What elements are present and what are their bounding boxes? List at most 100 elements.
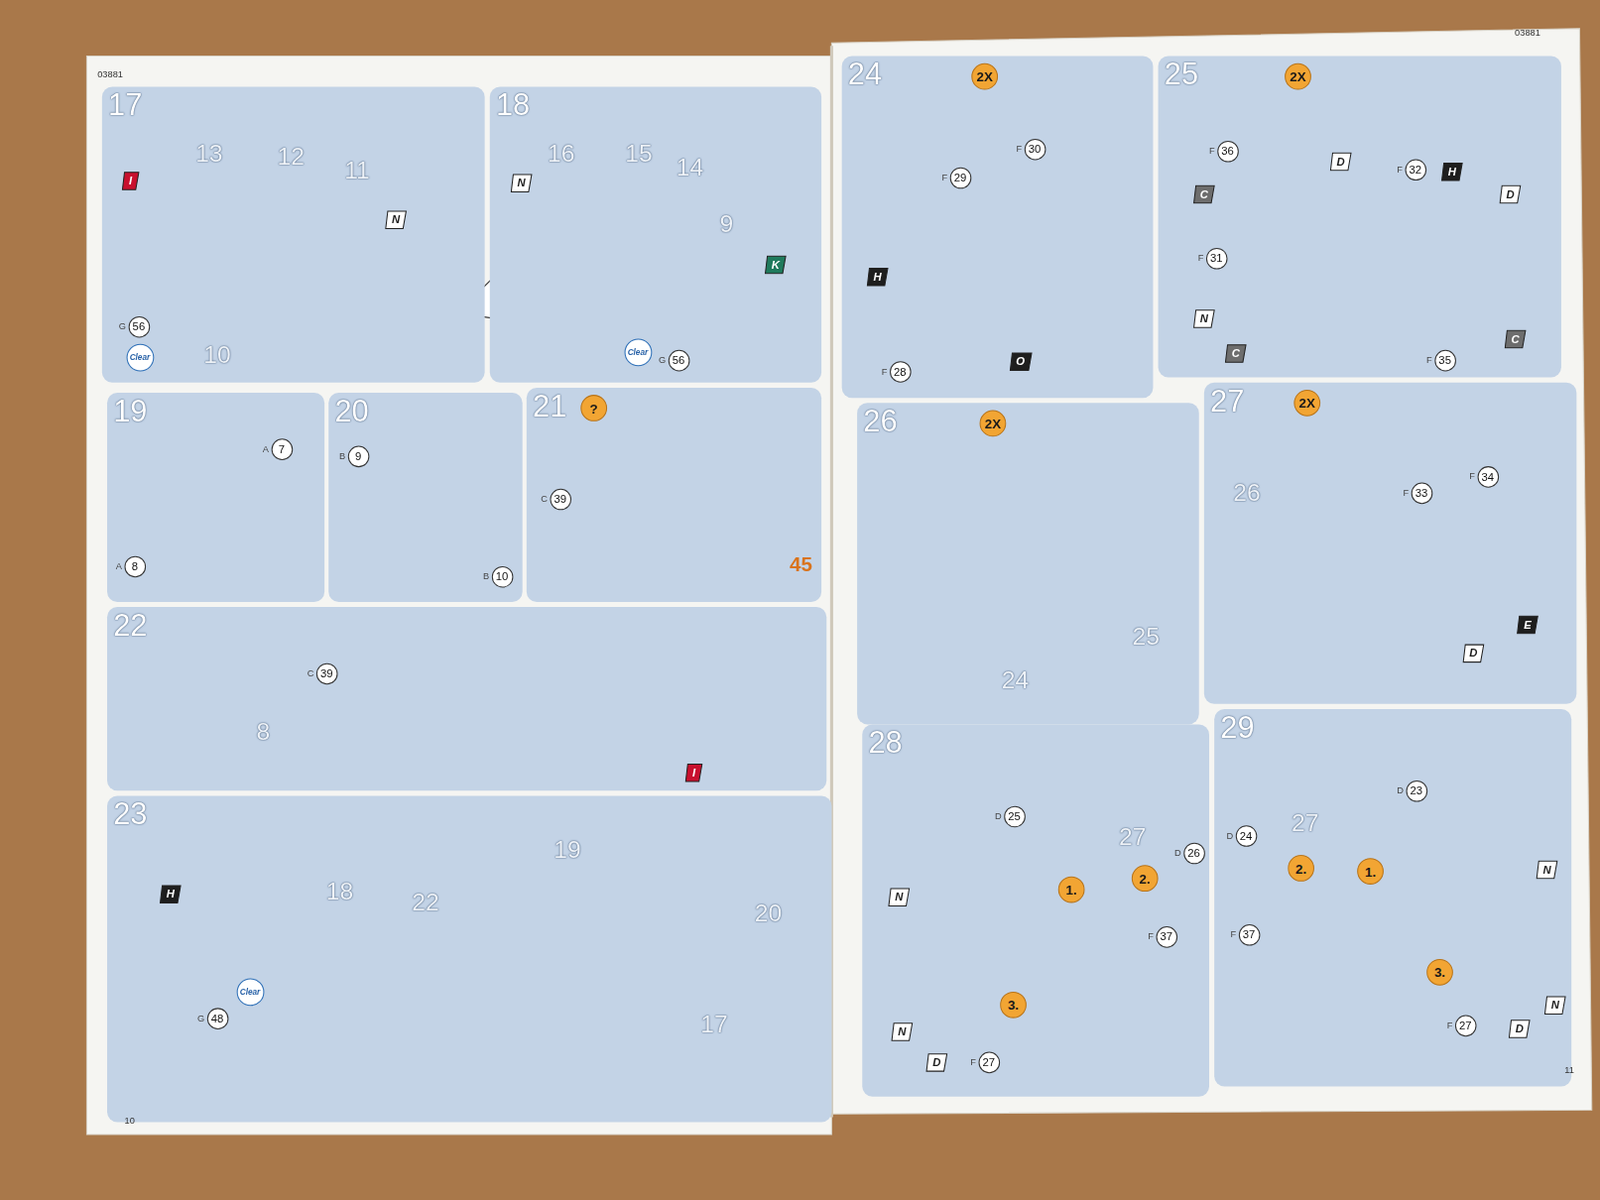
part-callout: D25 (1003, 805, 1026, 828)
flag-letter: N (1551, 998, 1560, 1011)
sprue-letter: D (1396, 785, 1404, 796)
callout-number: 13 (195, 138, 223, 168)
decal-flag: N (887, 886, 911, 907)
part-callout: F37 (1155, 926, 1178, 949)
orange-badge: 3. (1426, 959, 1454, 986)
part-callout: F29 (949, 166, 972, 189)
part-number: 27 (983, 1056, 996, 1069)
part-number: 56 (132, 320, 146, 333)
callout-number: 27 (1291, 809, 1319, 839)
decal-flag: N (1535, 860, 1559, 880)
decal-flag: N (1543, 994, 1567, 1015)
badge-text: 2X (1289, 68, 1306, 84)
step-panel: 242XF30F29HF28O (842, 56, 1154, 399)
step-number: 20 (334, 393, 369, 429)
part-number: 31 (1210, 251, 1224, 264)
part-number: 37 (1160, 930, 1174, 943)
flag-letter: O (1015, 355, 1025, 368)
orange-badge: 2X (1284, 63, 1312, 91)
sprue-letter: F (1198, 252, 1205, 263)
paper-page (86, 56, 832, 1135)
decal-flag: H (865, 266, 889, 287)
decal-flag: H (158, 883, 182, 904)
flag-letter: C (1511, 332, 1520, 345)
callout-number: 20 (754, 898, 782, 928)
decal-flag: D (925, 1052, 949, 1073)
part-number: 26 (1187, 847, 1201, 860)
orange-badge: 2X (971, 63, 998, 91)
decal-flag: E (1516, 615, 1540, 635)
step-number: 22 (113, 608, 147, 643)
step-panel: 20B9B10 (328, 392, 522, 603)
sprue-letter: F (970, 1057, 977, 1068)
part-callout: F27 (1454, 1014, 1477, 1037)
part-callout: F32 (1404, 158, 1427, 181)
step-number: 21 (532, 388, 567, 424)
callout-number: 8 (256, 717, 271, 746)
flag-letter: H (1448, 165, 1457, 178)
sprue-letter: D (1226, 830, 1233, 841)
part-number: 24 (1239, 829, 1253, 842)
part-number: 30 (1028, 142, 1042, 155)
callout-number: 19 (553, 836, 581, 865)
badge-text: 2. (1139, 870, 1151, 886)
page-number: 03881 (1514, 27, 1541, 38)
part-number: 28 (893, 365, 907, 377)
part-number: 10 (495, 570, 509, 583)
part-callout: G48 (206, 1007, 229, 1030)
flag-letter: K (771, 257, 780, 270)
part-callout: F33 (1410, 482, 1433, 504)
clear-label: Clear (129, 352, 151, 362)
step-panel: 28D25D261.2.NNDF273.F37 (861, 724, 1210, 1097)
flag-letter: D (932, 1056, 941, 1069)
orange-badge: 1. (1356, 858, 1384, 885)
callout-number: 16 (547, 138, 575, 168)
step-panel: 19A7A8 (107, 392, 325, 603)
step-number: 26 (862, 403, 897, 439)
flag-letter: I (128, 174, 132, 187)
sprue-letter: G (197, 1012, 205, 1023)
part-callout: C39 (315, 662, 338, 685)
badge-text: 1. (1066, 881, 1078, 897)
decal-flag: D (1329, 151, 1353, 172)
decal-flag: C (1224, 343, 1247, 364)
badge-text: ? (590, 400, 599, 416)
decal-flag: C (1193, 184, 1217, 205)
flag-letter: N (517, 176, 526, 189)
part-callout: D23 (1405, 779, 1428, 802)
sprue-letter: F (1402, 488, 1409, 498)
flag-letter: D (1337, 154, 1346, 167)
decal-flag: D (1507, 1018, 1531, 1039)
callout-number: 27 (1118, 822, 1146, 852)
part-number: 8 (131, 560, 138, 573)
step-number: 17 (108, 87, 142, 123)
page-number: 11 (1564, 1065, 1575, 1076)
part-callout: F31 (1205, 246, 1228, 269)
part-number: 39 (553, 492, 567, 505)
sprue-letter: B (483, 571, 490, 582)
part-number: 27 (1459, 1019, 1473, 1032)
callout-number: 24 (1001, 666, 1029, 696)
flag-letter: C (1200, 187, 1209, 200)
part-number: 34 (1481, 470, 1495, 483)
callout-number: 11 (344, 155, 370, 185)
sprue-letter: G (658, 355, 666, 366)
flag-letter: N (897, 1025, 906, 1038)
sprue-letter: C (540, 493, 548, 504)
flag-letter: N (391, 213, 400, 226)
orange-badge: 2X (1293, 389, 1321, 417)
part-callout: D26 (1183, 842, 1206, 864)
part-number: 48 (211, 1011, 225, 1024)
step-number: 29 (1220, 710, 1254, 745)
orange-badge: 2. (1287, 855, 1315, 882)
step-number: 28 (867, 725, 902, 760)
clear-part-badge: Clear (125, 343, 154, 371)
flag-letter: C (1231, 347, 1240, 360)
paper-page (831, 28, 1592, 1115)
step-panel: 17ING56Clear (102, 86, 486, 382)
part-callout: F30 (1023, 137, 1046, 160)
callout-number: 22 (411, 887, 439, 917)
part-number: 23 (1410, 784, 1424, 797)
part-number: 29 (954, 171, 968, 184)
orange-badge: 1. (1058, 876, 1086, 904)
